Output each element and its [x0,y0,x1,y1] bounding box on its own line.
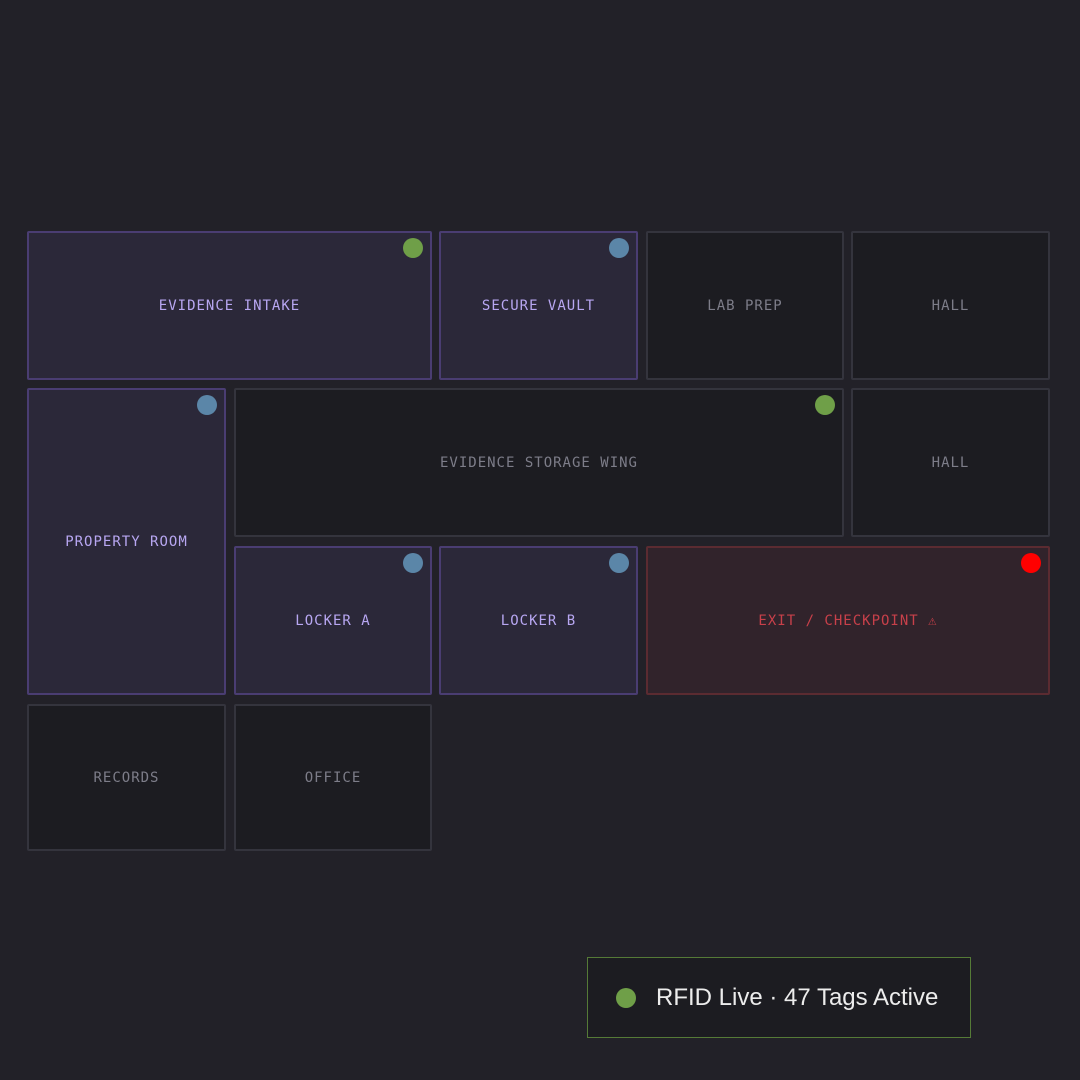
room-label: EVIDENCE INTAKE [158,297,301,314]
room-locker-a[interactable]: LOCKER A [234,546,432,695]
room-label: HALL [931,297,970,314]
status-dot-blue-icon [609,238,629,258]
room-evidence-intake[interactable]: EVIDENCE INTAKE [27,231,432,380]
status-dot-green-icon [403,238,423,258]
room-label: EVIDENCE STORAGE WING [439,454,638,471]
status-dot-red-icon [1021,553,1041,573]
rfid-status-badge: RFID Live · 47 Tags Active [587,957,971,1038]
room-label: RECORDS [93,769,160,786]
room-locker-b[interactable]: LOCKER B [439,546,638,695]
status-dot-blue-icon [403,553,423,573]
room-hall-2[interactable]: HALL [851,388,1050,537]
room-secure-vault[interactable]: SECURE VAULT [439,231,638,380]
room-label: OFFICE [304,769,362,786]
status-dot-green-icon [815,395,835,415]
room-label: EXIT / CHECKPOINT ⚠ [758,612,938,629]
room-property-room[interactable]: PROPERTY ROOM [27,388,226,695]
status-dot-blue-icon [609,553,629,573]
room-label: PROPERTY ROOM [65,533,188,550]
room-office[interactable]: OFFICE [234,704,432,851]
room-exit-checkpoint[interactable]: EXIT / CHECKPOINT ⚠ [646,546,1050,695]
room-records[interactable]: RECORDS [27,704,226,851]
room-label: LOCKER A [295,612,371,629]
live-dot-icon [616,987,636,1008]
room-label: SECURE VAULT [481,297,596,314]
room-lab-prep[interactable]: LAB PREP [646,231,844,380]
status-dot-blue-icon [197,395,217,415]
room-evidence-storage-wing[interactable]: EVIDENCE STORAGE WING [234,388,844,537]
room-label: LOCKER B [500,612,577,629]
room-label: HALL [931,454,970,471]
room-label: LAB PREP [707,297,783,314]
rfid-status-text: RFID Live · 47 Tags Active [656,983,939,1011]
room-hall-1[interactable]: HALL [851,231,1050,380]
